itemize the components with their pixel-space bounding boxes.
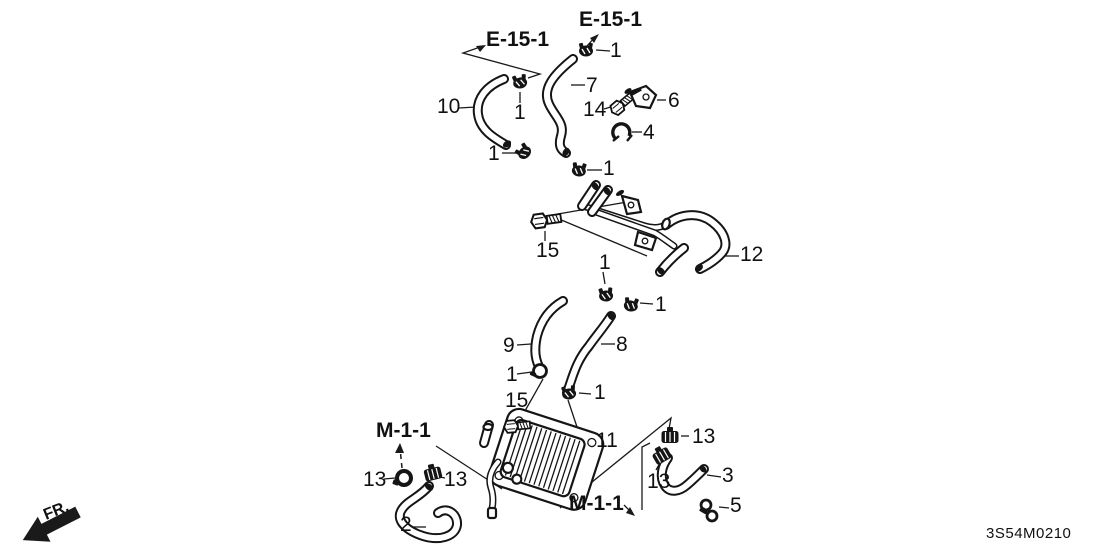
- callout-15-pipe[interactable]: 15: [536, 239, 559, 262]
- part-clip-5: [699, 498, 719, 523]
- part-band-clamp-13-top: [660, 426, 680, 444]
- callout-1-ring[interactable]: 1: [506, 363, 518, 386]
- part-clamp-1-hose7-bottom: [570, 160, 588, 179]
- callout-8[interactable]: 8: [616, 333, 628, 356]
- part-clip-4: [611, 122, 633, 142]
- callout-5[interactable]: 5: [730, 494, 742, 517]
- callout-1-top[interactable]: 1: [610, 39, 622, 62]
- callout-1-hose10-top[interactable]: 1: [514, 101, 526, 124]
- part-ring-clamp-13: [392, 469, 413, 487]
- ref-m11-right[interactable]: M-1-1: [569, 492, 624, 515]
- part-hose-8: [562, 311, 616, 398]
- part-hose-7: [541, 54, 578, 158]
- callout-1-hose8-top[interactable]: 1: [655, 293, 667, 316]
- ref-e15-top[interactable]: E-15-1: [579, 8, 642, 31]
- part-hose-10: [472, 74, 512, 150]
- callout-3[interactable]: 3: [722, 464, 734, 487]
- callout-15-cooler[interactable]: 15: [505, 389, 528, 412]
- part-bracket-6: [624, 84, 658, 110]
- part-hose-9: [530, 296, 568, 375]
- callout-2[interactable]: 2: [400, 513, 412, 536]
- part-band-clamp-13-hose2: [421, 461, 444, 483]
- part-bolt-15-pipe: [529, 210, 563, 230]
- part-pipe-assembly-12: [577, 180, 731, 277]
- part-clamp-1-hose10-bottom: [512, 141, 535, 163]
- callout-1-hose7-bot[interactable]: 1: [603, 157, 615, 180]
- callout-1-hose8-bot[interactable]: 1: [594, 381, 606, 404]
- callout-9[interactable]: 9: [503, 334, 515, 357]
- part-hose-2: [394, 481, 462, 544]
- callout-13-hose2[interactable]: 13: [444, 468, 467, 491]
- callout-7[interactable]: 7: [586, 74, 598, 97]
- part-clamp-1-hose10-top: [510, 72, 529, 91]
- ref-m11-left[interactable]: M-1-1: [376, 419, 431, 442]
- part-ring-clamp-1-hose9: [529, 363, 548, 379]
- callout-12[interactable]: 12: [740, 243, 763, 266]
- callout-10[interactable]: 10: [437, 95, 460, 118]
- part-clamp-1-hose8-top: [622, 295, 640, 314]
- callout-13-hose3[interactable]: 13: [647, 470, 670, 493]
- callout-11[interactable]: 11: [596, 429, 618, 452]
- callout-6[interactable]: 6: [668, 89, 680, 112]
- fr-direction-arrow-icon: [22, 506, 81, 542]
- callout-13-top[interactable]: 13: [692, 425, 715, 448]
- diagram-code: 3S54M0210: [986, 525, 1071, 542]
- callout-1-hose9-top[interactable]: 1: [599, 251, 611, 274]
- part-hose-3: [656, 453, 709, 496]
- callout-4[interactable]: 4: [643, 121, 655, 144]
- part-oil-cooler-11: [479, 407, 605, 520]
- callout-14[interactable]: 14: [583, 98, 607, 121]
- ref-e15-left[interactable]: E-15-1: [486, 28, 549, 51]
- part-clamp-1-top: [578, 41, 594, 58]
- callout-13-ring[interactable]: 13: [363, 468, 386, 491]
- callout-1-hose10-bot[interactable]: 1: [488, 142, 500, 165]
- part-clamp-1-hose9-top: [597, 286, 615, 303]
